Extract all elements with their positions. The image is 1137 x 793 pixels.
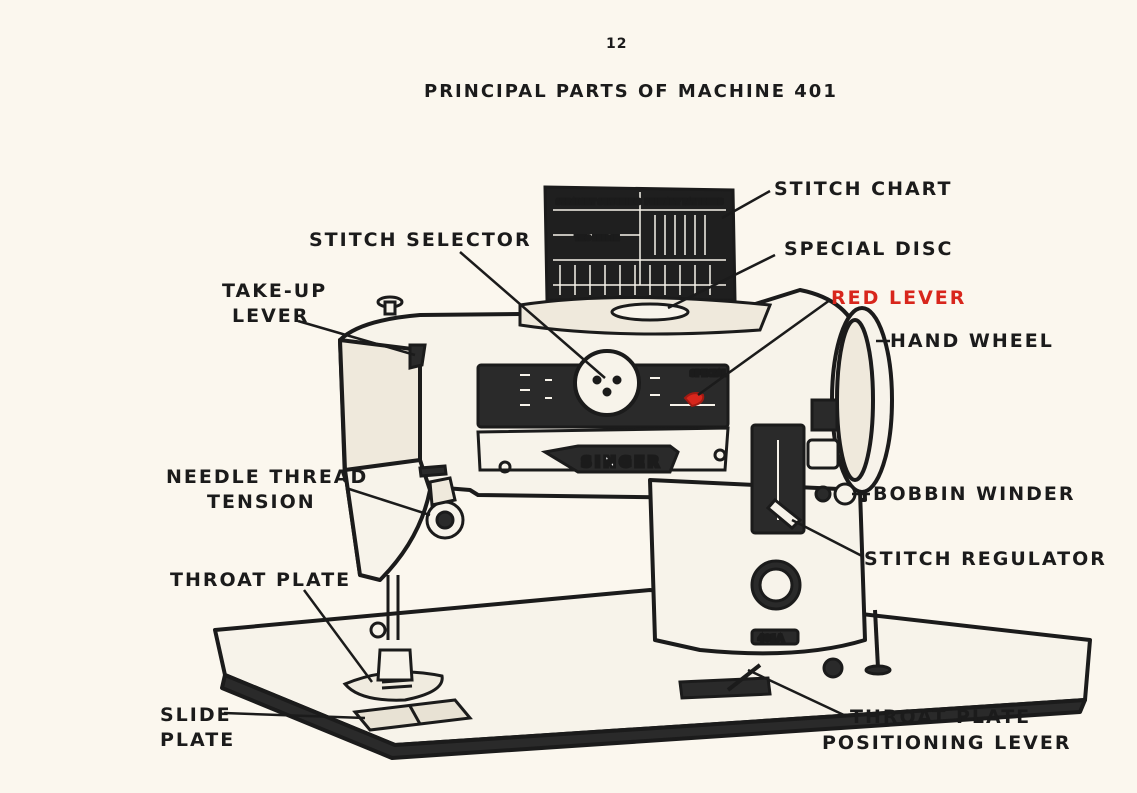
leader-throat-plate (302, 589, 374, 683)
dial-label: SPECIAL (690, 369, 727, 378)
label-slide-line2: PLATE (160, 729, 236, 751)
leader-lines (223, 189, 890, 720)
label-bobbin-winder: BOBBIN WINDER (873, 483, 1076, 505)
chart-sub-heading: TWO NEEDLE (575, 235, 619, 242)
page-number: 12 (606, 36, 628, 52)
throat-plate-lever (678, 609, 892, 700)
label-hand-wheel: HAND WHEEL (890, 330, 1054, 352)
label-positioning-line1: THROAT PLATE (850, 706, 1032, 728)
singer-plate: SINGER (476, 426, 730, 474)
page-title: PRINCIPAL PARTS OF MACHINE 401 (424, 81, 838, 102)
spool-pin (376, 295, 404, 316)
label-tension-line1: NEEDLE THREAD (166, 466, 369, 488)
model-medallion: 401A (750, 559, 802, 646)
bobbin-winder (806, 398, 857, 506)
slide-plate (352, 698, 473, 732)
label-red-lever: RED LEVER (831, 287, 967, 309)
label-stitch-chart: STITCH CHART (774, 178, 953, 200)
front-panel: SPECIAL (476, 349, 730, 429)
label-positioning-line2: POSITIONING LEVER (822, 732, 1072, 754)
chart-heading-right: PRIMARY PATTERNS (645, 198, 723, 206)
leader-special-disc (667, 253, 776, 310)
leader-red-lever (697, 298, 831, 397)
stitch-regulator (750, 423, 806, 535)
needle-presser-foot (369, 575, 414, 682)
label-stitch-regulator: STITCH REGULATOR (864, 548, 1107, 570)
label-throat-plate: THROAT PLATE (170, 569, 352, 591)
brand-plate-text: SINGER (581, 453, 662, 471)
model-plate-text: 401A (758, 634, 784, 644)
label-special-disc: SPECIAL DISC (784, 238, 954, 260)
label-stitch-selector: STITCH SELECTOR (309, 229, 532, 251)
tension-assembly (418, 464, 465, 540)
leader-slide (223, 711, 366, 720)
label-tension-line2: TENSION (207, 491, 316, 513)
label-slide-line1: SLIDE (160, 704, 232, 726)
hand-wheel (830, 306, 894, 494)
special-disc (518, 296, 773, 336)
take-up-lever (408, 343, 427, 370)
chart-heading-left: STRAIGHT STITCHING (556, 198, 641, 206)
leader-positioning (747, 668, 847, 718)
leader-take-up (297, 319, 416, 357)
red-lever-knob (683, 392, 705, 408)
leader-tension (345, 486, 431, 517)
leader-stitch-chart (721, 189, 771, 220)
label-take-up-line1: TAKE-UP (222, 280, 328, 302)
label-take-up-line2: LEVER (232, 305, 310, 327)
stitch-chart: STRAIGHT STITCHING PRIMARY PATTERNS TWO … (543, 185, 737, 302)
leader-regulator (791, 518, 863, 558)
leader-stitch-selector (459, 251, 606, 379)
